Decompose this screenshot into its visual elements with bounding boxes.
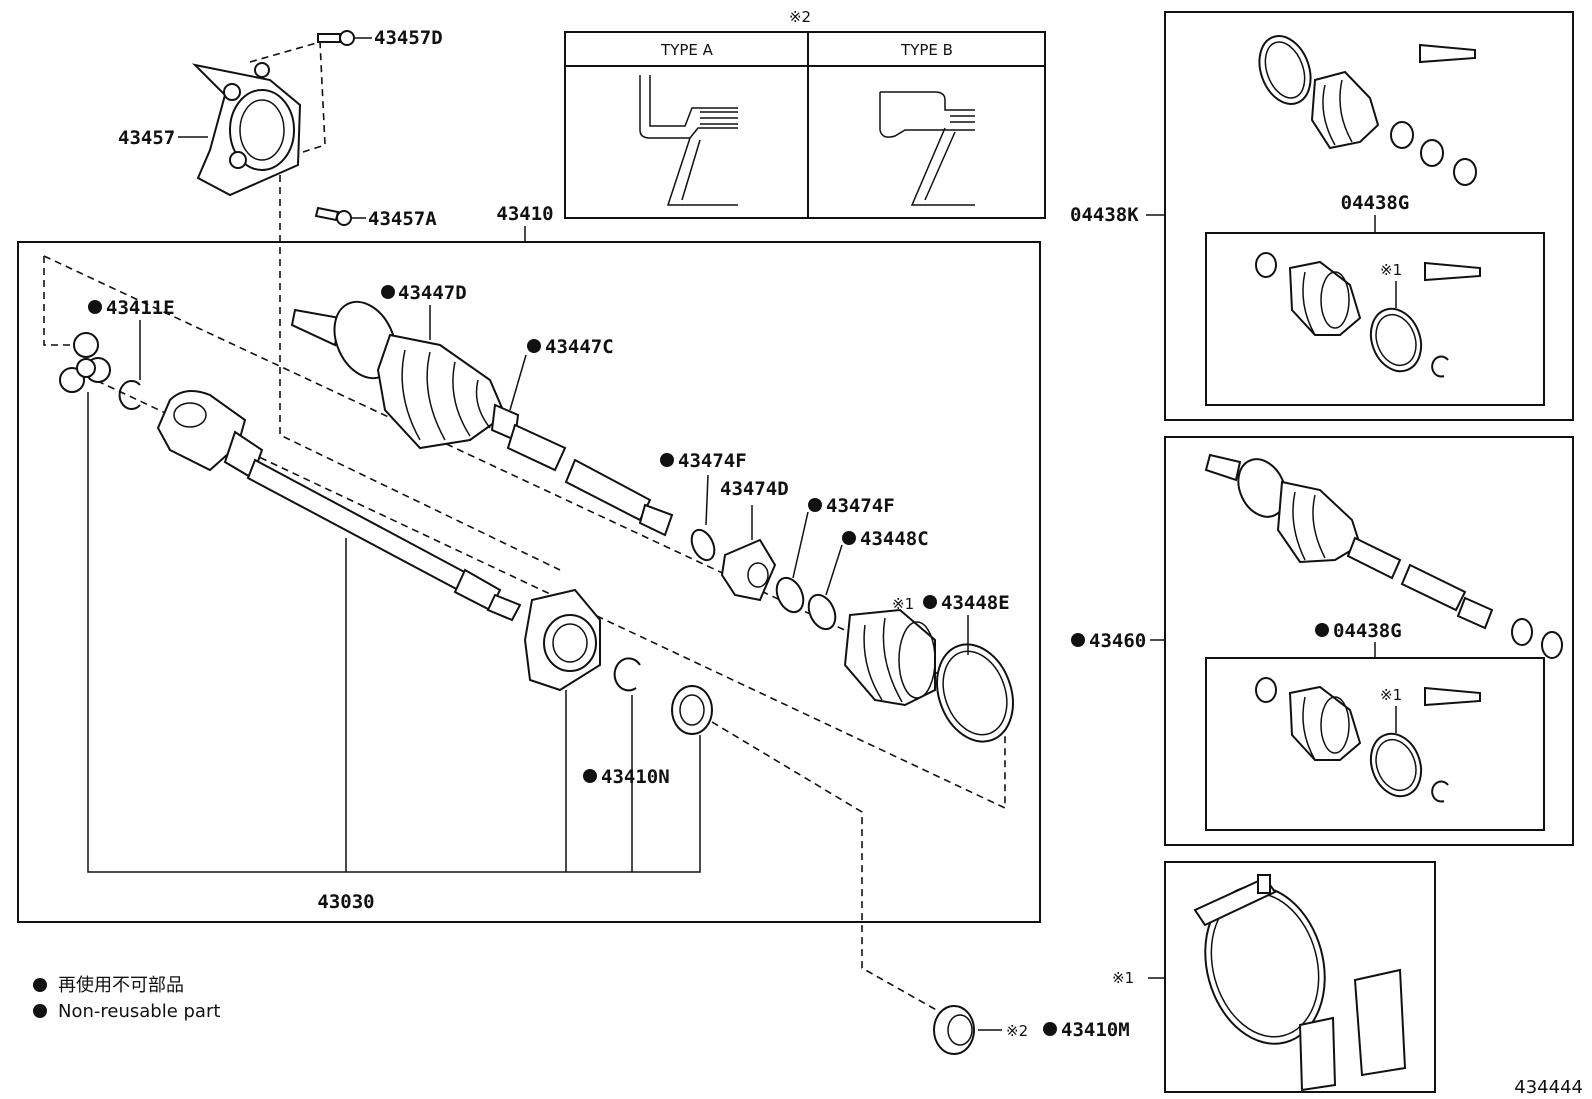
bolt-43457A: [314, 206, 366, 226]
legend: 再使用不可部品 Non-reusable part: [33, 975, 220, 1022]
boot-kit-04438G-a-parts: ※1: [1255, 252, 1481, 378]
label-43457D: 43457D: [374, 27, 443, 49]
seal-43410M: [933, 1005, 975, 1055]
assembly-box-43410: [17, 241, 1041, 923]
boot-band-box: [1164, 861, 1436, 1093]
label-43447D: 43447D: [398, 282, 467, 304]
nonreusable-dot-43474F-b: [808, 498, 822, 512]
dash-guide-envelope: [43, 255, 1006, 810]
kit-box-04438K: [1164, 11, 1574, 421]
label-43474F-b: 43474F: [826, 495, 895, 517]
note1-04438G-b: ※1: [1380, 686, 1402, 704]
label-43410: 43410: [496, 203, 553, 225]
clamp-43474F-a: [690, 528, 716, 562]
nonreusable-dot-43447C: [527, 339, 541, 353]
tripod-joint: [59, 332, 111, 393]
clamp-43474F-b: [775, 576, 805, 614]
nonreusable-dot-43448C: [842, 531, 856, 545]
snap-ring-43411E: [118, 380, 141, 410]
snap-ring-43410N: [613, 657, 641, 692]
label-43410N: 43410N: [601, 766, 670, 788]
dash-guide-left: [43, 256, 88, 346]
leader-43030: [87, 392, 701, 873]
nonreusable-dot-43448E: [923, 595, 937, 609]
assembly-box-43460: [1164, 436, 1574, 846]
center-bearing-bracket: [523, 588, 601, 692]
type-a-label: TYPE A: [660, 41, 714, 59]
nonreusable-dot-04438G-b: [1315, 623, 1329, 637]
type-b-section: [879, 91, 975, 206]
label-43410M: 43410M: [1061, 1019, 1130, 1041]
damper-43474D: [720, 538, 777, 602]
label-43457A: 43457A: [368, 208, 437, 230]
nonreusable-dot-43460: [1071, 633, 1085, 647]
nonreusable-dot-43411E: [88, 300, 102, 314]
intermediate-shaft: [246, 458, 522, 622]
label-43457: 43457: [118, 127, 175, 149]
boot-band-parts: [1193, 874, 1407, 1092]
note1-band-box: ※1: [1112, 969, 1134, 987]
legend-text-jp: 再使用不可部品: [58, 975, 184, 996]
clamp-43448C: [807, 593, 837, 631]
nonreusable-dot-43447D: [381, 285, 395, 299]
legend-dot-en: [33, 1004, 47, 1018]
inset-note: ※2: [789, 8, 811, 26]
boot-band-43448E: [936, 643, 1014, 743]
bolt-43457D: [317, 30, 372, 46]
type-inset: ※2 TYPE A TYPE B: [564, 8, 1046, 219]
nonreusable-dot-43410N: [583, 769, 597, 783]
dash-guide-43410M: [711, 721, 941, 1013]
label-43030: 43030: [317, 891, 374, 913]
nonreusable-dot-43410M: [1043, 1022, 1057, 1036]
legend-dot-jp: [33, 978, 47, 992]
note2-43410M: ※2: [1006, 1022, 1028, 1040]
type-b-label: TYPE B: [900, 41, 953, 59]
label-43448C: 43448C: [860, 528, 929, 550]
note1-43448E: ※1: [892, 595, 914, 613]
label-43411E: 43411E: [106, 297, 175, 319]
boot-kit-04438G-b-parts: ※1: [1255, 677, 1481, 803]
label-43474F-a: 43474F: [678, 450, 747, 472]
label-43447C: 43447C: [545, 336, 614, 358]
label-43448E: 43448E: [941, 592, 1010, 614]
legend-text-en: Non-reusable part: [58, 1001, 220, 1022]
diagram-id: 434444: [1514, 1077, 1583, 1098]
label-04438K: 04438K: [1070, 204, 1139, 226]
label-04438G-a: 04438G: [1341, 192, 1410, 214]
outboard-shaft: [290, 300, 674, 537]
nonreusable-dot-43474F-a: [660, 453, 674, 467]
drive-shaft-43460-parts: [1204, 453, 1563, 659]
bearing-bracket-43457: [191, 40, 326, 197]
inboard-joint-housing: [156, 390, 264, 480]
seal-43410N: [671, 685, 713, 735]
note1-04438G-a: ※1: [1380, 261, 1402, 279]
label-43474D: 43474D: [720, 478, 789, 500]
label-04438G-b: 04438G: [1333, 620, 1402, 642]
inboard-boot: [843, 608, 936, 707]
type-a-section: [639, 75, 738, 206]
dash-guide-bracket: [279, 175, 561, 571]
label-43460: 43460: [1089, 630, 1146, 652]
boot-kit-04438K-parts: [1258, 35, 1477, 186]
